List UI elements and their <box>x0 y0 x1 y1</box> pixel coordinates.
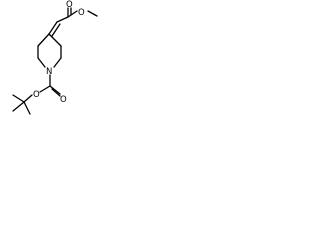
chemical-structure: O O N O O <box>12 0 98 115</box>
bond-ring-n-c6 <box>53 57 62 68</box>
bond-ch-to-ring-a <box>48 21 58 35</box>
bond-ring-c2-n <box>37 57 46 68</box>
bond-tertbutyl-methyl-down <box>12 101 25 112</box>
bond-carbonyl-to-ch <box>56 16 69 23</box>
bond-ch-to-ring-b <box>51 23 61 37</box>
bond-methyl-o <box>87 10 98 17</box>
bond-tertbutyl-methyl-up <box>12 94 25 103</box>
atom-label-ester-oxygen-boc: O <box>33 90 40 100</box>
bond-carbamate-c-to-o <box>39 85 51 93</box>
bond-carbamate-double-a <box>49 85 61 95</box>
bond-ring-c4-c3 <box>37 33 50 47</box>
atom-label-ester-oxygen-top: O <box>78 8 85 18</box>
bond-o-to-tertbutyl <box>23 94 33 103</box>
bond-carbamate-double-b <box>51 88 61 97</box>
atom-label-carbonyl-oxygen-boc: O <box>60 95 67 105</box>
bond-o-carbonyl-c <box>67 10 78 18</box>
atom-label-ring-nitrogen: N <box>46 67 52 77</box>
bond-ring-c5-c4 <box>48 33 62 47</box>
atom-label-carbonyl-oxygen-top: O <box>66 0 73 10</box>
bond-tertbutyl-methyl-right <box>23 101 31 115</box>
